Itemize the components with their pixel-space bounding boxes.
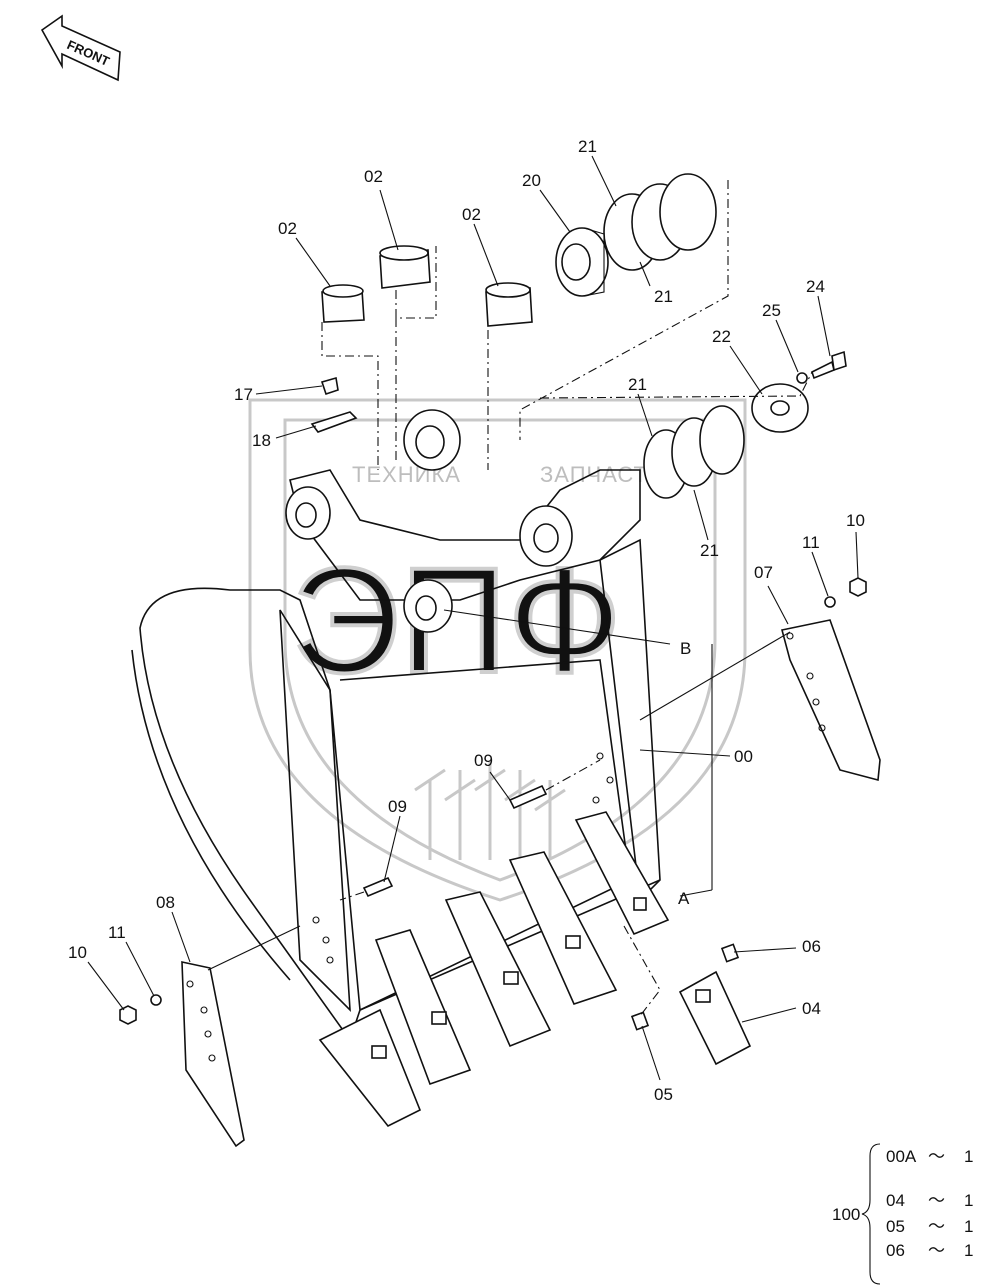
callout-10: 10 <box>68 943 87 962</box>
cap-screw-part <box>320 376 339 396</box>
callout-02: 02 <box>364 167 383 186</box>
callout-21: 21 <box>628 375 647 394</box>
parts-set-sep: 〜 <box>928 1147 945 1166</box>
watermark-wheat-icon <box>414 760 566 860</box>
callout-05: 05 <box>654 1085 673 1104</box>
side-cutter-right <box>781 619 881 782</box>
cover-plate-part <box>310 411 358 433</box>
bolt-part <box>811 350 847 380</box>
parts-set-sep: 〜 <box>928 1191 945 1210</box>
parts-set-qty: 1 <box>964 1147 973 1166</box>
callout-25: 25 <box>762 301 781 320</box>
callout-22: 22 <box>712 327 731 346</box>
parts-set-code: 05 <box>886 1217 905 1236</box>
parts-set-code: 06 <box>886 1241 905 1260</box>
callout-18: 18 <box>252 431 271 450</box>
callout-10: 10 <box>846 511 865 530</box>
leader-lines <box>87 155 859 1081</box>
parts-set-code: 04 <box>886 1191 905 1210</box>
pin-boss-part <box>555 227 609 297</box>
parts-set-row: 00A 〜 1 <box>886 1147 973 1166</box>
parts-set-row: 05 〜 1 <box>886 1217 973 1236</box>
front-arrow-icon: FRONT <box>40 14 121 82</box>
bucket-body <box>131 409 661 1042</box>
side-cutter-left <box>181 961 245 1148</box>
callout-11: 11 <box>802 533 820 552</box>
callout-02: 02 <box>462 205 481 224</box>
lock-part <box>720 943 740 963</box>
shim-stack-middle <box>643 405 745 499</box>
tooth-row <box>318 811 670 1128</box>
callout-07: 07 <box>754 563 773 582</box>
bushing-part <box>321 245 533 327</box>
shim-stack-top <box>603 173 717 271</box>
callout-09: 09 <box>474 751 493 770</box>
parts-set-qty: 1 <box>964 1191 973 1210</box>
nut-icon <box>119 577 867 1025</box>
bolt-icon <box>362 784 548 898</box>
brace-icon <box>861 1143 881 1285</box>
parts-set-qty: 1 <box>964 1217 973 1236</box>
pin-part <box>630 1011 650 1031</box>
callout-04: 04 <box>802 999 821 1018</box>
callout-a: A <box>678 889 690 908</box>
washer-icon <box>150 596 836 1006</box>
watermark-big-text: ЭПФ <box>292 536 622 704</box>
parts-set-label: 100 <box>832 1205 860 1224</box>
callout-00: 00 <box>734 747 753 766</box>
parts-set-sep: 〜 <box>928 1241 945 1260</box>
front-label: FRONT <box>65 37 112 69</box>
callout-labels: 02 02 02 20 21 21 21 21 22 25 24 17 18 1… <box>68 137 865 1104</box>
parts-set-row: 04 〜 1 <box>886 1191 973 1210</box>
callout-24: 24 <box>806 277 825 296</box>
callout-21: 21 <box>578 137 597 156</box>
parts-set-row: 06 〜 1 <box>886 1241 973 1260</box>
washer-part <box>796 372 808 384</box>
callout-08: 08 <box>156 893 175 912</box>
watermark: ТЕХНИКА ЗАПЧАСТИ ЭПФ <box>248 398 747 902</box>
callout-21: 21 <box>700 541 719 560</box>
callout-17: 17 <box>234 385 253 404</box>
parts-set-code: 00A <box>886 1147 917 1166</box>
tooth-part <box>678 970 752 1066</box>
callout-02: 02 <box>278 219 297 238</box>
watermark-text-right: ЗАПЧАСТИ <box>540 462 665 487</box>
callout-21: 21 <box>654 287 673 306</box>
parts-set-qty: 1 <box>964 1241 973 1260</box>
callout-20: 20 <box>522 171 541 190</box>
parts-set-legend: 100 00A 〜 1 04 〜 1 05 〜 1 06 〜 1 <box>832 1143 973 1285</box>
callout-b: B <box>680 639 691 658</box>
callout-06: 06 <box>802 937 821 956</box>
callout-09: 09 <box>388 797 407 816</box>
callout-11: 11 <box>108 923 126 942</box>
parts-set-sep: 〜 <box>928 1217 945 1236</box>
